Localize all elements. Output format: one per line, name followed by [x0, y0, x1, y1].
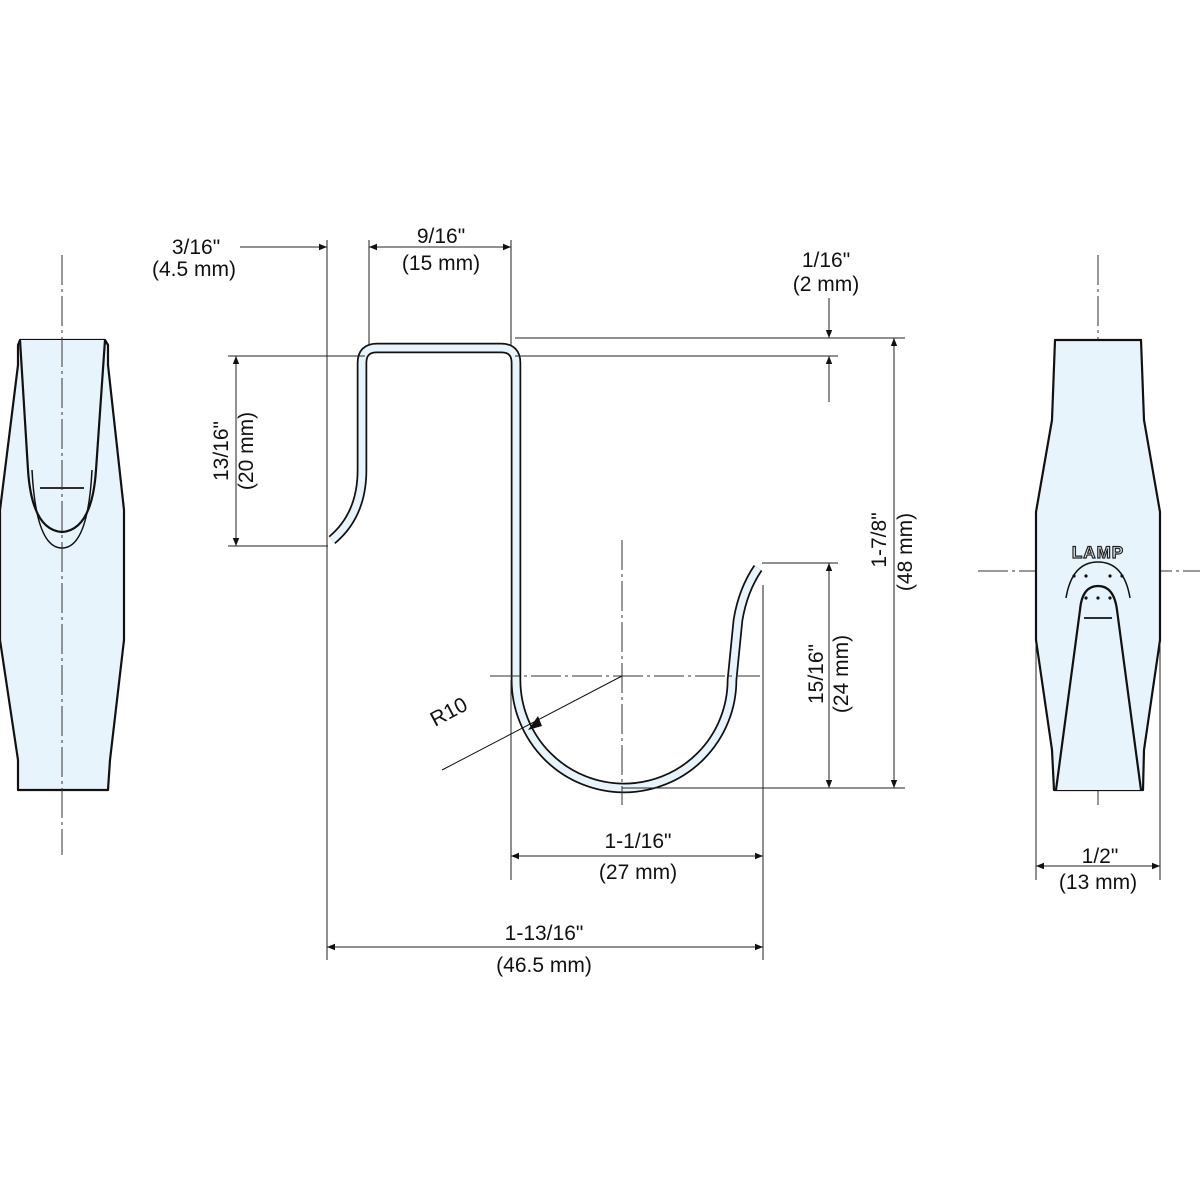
dim-side-width-mm: (13 mm): [1059, 871, 1137, 894]
right-view-dots: [1072, 574, 1124, 600]
dim-overall-width-inch: 1-13/16": [505, 922, 584, 945]
left-side-view: [0, 255, 126, 855]
lamp-logo: LAMP: [1072, 543, 1124, 562]
dim-top-width-inch: 9/16": [417, 225, 465, 248]
dim-overall-height-mm: (48 mm): [894, 513, 917, 591]
dim-lower-width-inch: 1-1/16": [605, 830, 672, 853]
dimension-labels: 3/16" (4.5 mm) 9/16" (15 mm) 1/16" (2 mm…: [152, 225, 917, 977]
right-side-view: LAMP 1/2" (13 mm): [978, 255, 1200, 894]
dim-offset-left-inch: 3/16": [172, 236, 220, 259]
dim-thickness-mm: (2 mm): [793, 273, 860, 296]
dim-thickness-inch: 1/16": [802, 249, 850, 272]
dim-lower-depth-inch: 15/16": [805, 644, 828, 704]
hook-wire-fill: [329, 344, 761, 792]
radius-leader: [441, 675, 623, 771]
dim-side-width-inch: 1/2": [1082, 845, 1119, 868]
dim-top-width-mm: (15 mm): [402, 252, 480, 275]
right-view-body: [1034, 338, 1162, 792]
dim-overall-width-mm: (46.5 mm): [496, 954, 592, 977]
dim-upper-depth-inch: 13/16": [210, 421, 233, 481]
right-view-arc: [1065, 561, 1131, 599]
radius-label: R10: [427, 693, 472, 731]
radius-arrow: [528, 716, 542, 730]
dim-overall-height-inch: 1-7/8": [868, 512, 891, 567]
hook-front-view: R10: [328, 342, 763, 805]
dimension-lines: [232, 243, 898, 951]
dim-lower-depth-mm: (24 mm): [830, 635, 853, 713]
extension-lines: [228, 240, 905, 960]
right-view-slot: [1054, 584, 1143, 791]
dim-upper-depth-mm: (20 mm): [235, 412, 258, 490]
dim-lower-width-mm: (27 mm): [599, 861, 677, 884]
dim-offset-left-mm: (4.5 mm): [152, 258, 236, 281]
hook-wire-outline: [328, 342, 763, 794]
